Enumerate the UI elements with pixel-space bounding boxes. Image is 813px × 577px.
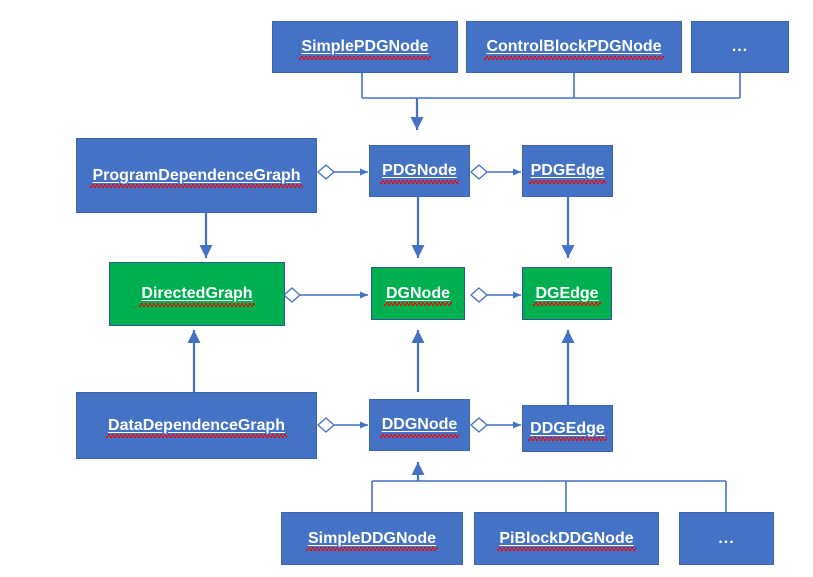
class-node-directed-graph[interactable]: DirectedGraph [109,262,285,326]
class-node-label: SimpleDDGNode [305,529,439,551]
aggregation-pdgnode-pdgedge [470,164,521,180]
inheritance-group-ddgnode [371,462,727,512]
aggregation-pdg-pdgnode [317,164,368,180]
class-node-dg-node[interactable]: DGNode [371,267,465,320]
class-node-ddg-ellipsis[interactable]: ... [679,512,774,565]
class-node-simple-pdg-node[interactable]: SimplePDGNode [272,21,458,73]
class-node-pdg-node[interactable]: PDGNode [369,145,470,197]
class-node-pdg-ellipsis[interactable]: ... [691,21,789,73]
class-node-control-block-pdg-node[interactable]: ControlBlockPDGNode [466,21,682,73]
class-node-label: DirectedGraph [139,285,255,307]
class-node-label: ProgramDependenceGraph [90,166,303,188]
class-node-data-dependence-graph[interactable]: DataDependenceGraph [76,392,317,459]
class-node-label: DGNode [384,284,452,306]
class-node-label: PDGNode [380,162,459,184]
class-node-label: ... [718,529,735,547]
class-node-label: DDGNode [379,416,459,438]
class-node-label: DGEdge [533,284,601,306]
class-node-label: SimplePDGNode [299,38,431,60]
class-node-pi-block-ddg-node[interactable]: PiBlockDDGNode [474,512,659,565]
class-node-label: DataDependenceGraph [106,416,287,438]
aggregation-ddg-ddgnode [317,417,368,433]
class-node-label: ... [731,38,749,56]
aggregation-directedgraph-dgnode [283,287,368,303]
class-node-label: ControlBlockPDGNode [484,38,664,60]
inheritance-group-pdgnode [361,73,741,130]
class-node-pdg-edge[interactable]: PDGEdge [522,145,613,197]
aggregation-dgnode-dgedge [470,287,521,303]
class-node-ddg-edge[interactable]: DDGEdge [522,405,613,452]
class-node-label: PiBlockDDGNode [497,529,636,551]
class-node-program-dependence-graph[interactable]: ProgramDependenceGraph [76,138,317,213]
class-node-simple-ddg-node[interactable]: SimpleDDGNode [281,512,463,565]
class-node-ddg-node[interactable]: DDGNode [369,399,470,451]
aggregation-ddgnode-ddgedge [470,417,521,433]
class-node-label: DDGEdge [528,419,607,441]
class-node-label: PDGEdge [528,162,607,184]
class-node-dg-edge[interactable]: DGEdge [522,267,612,320]
